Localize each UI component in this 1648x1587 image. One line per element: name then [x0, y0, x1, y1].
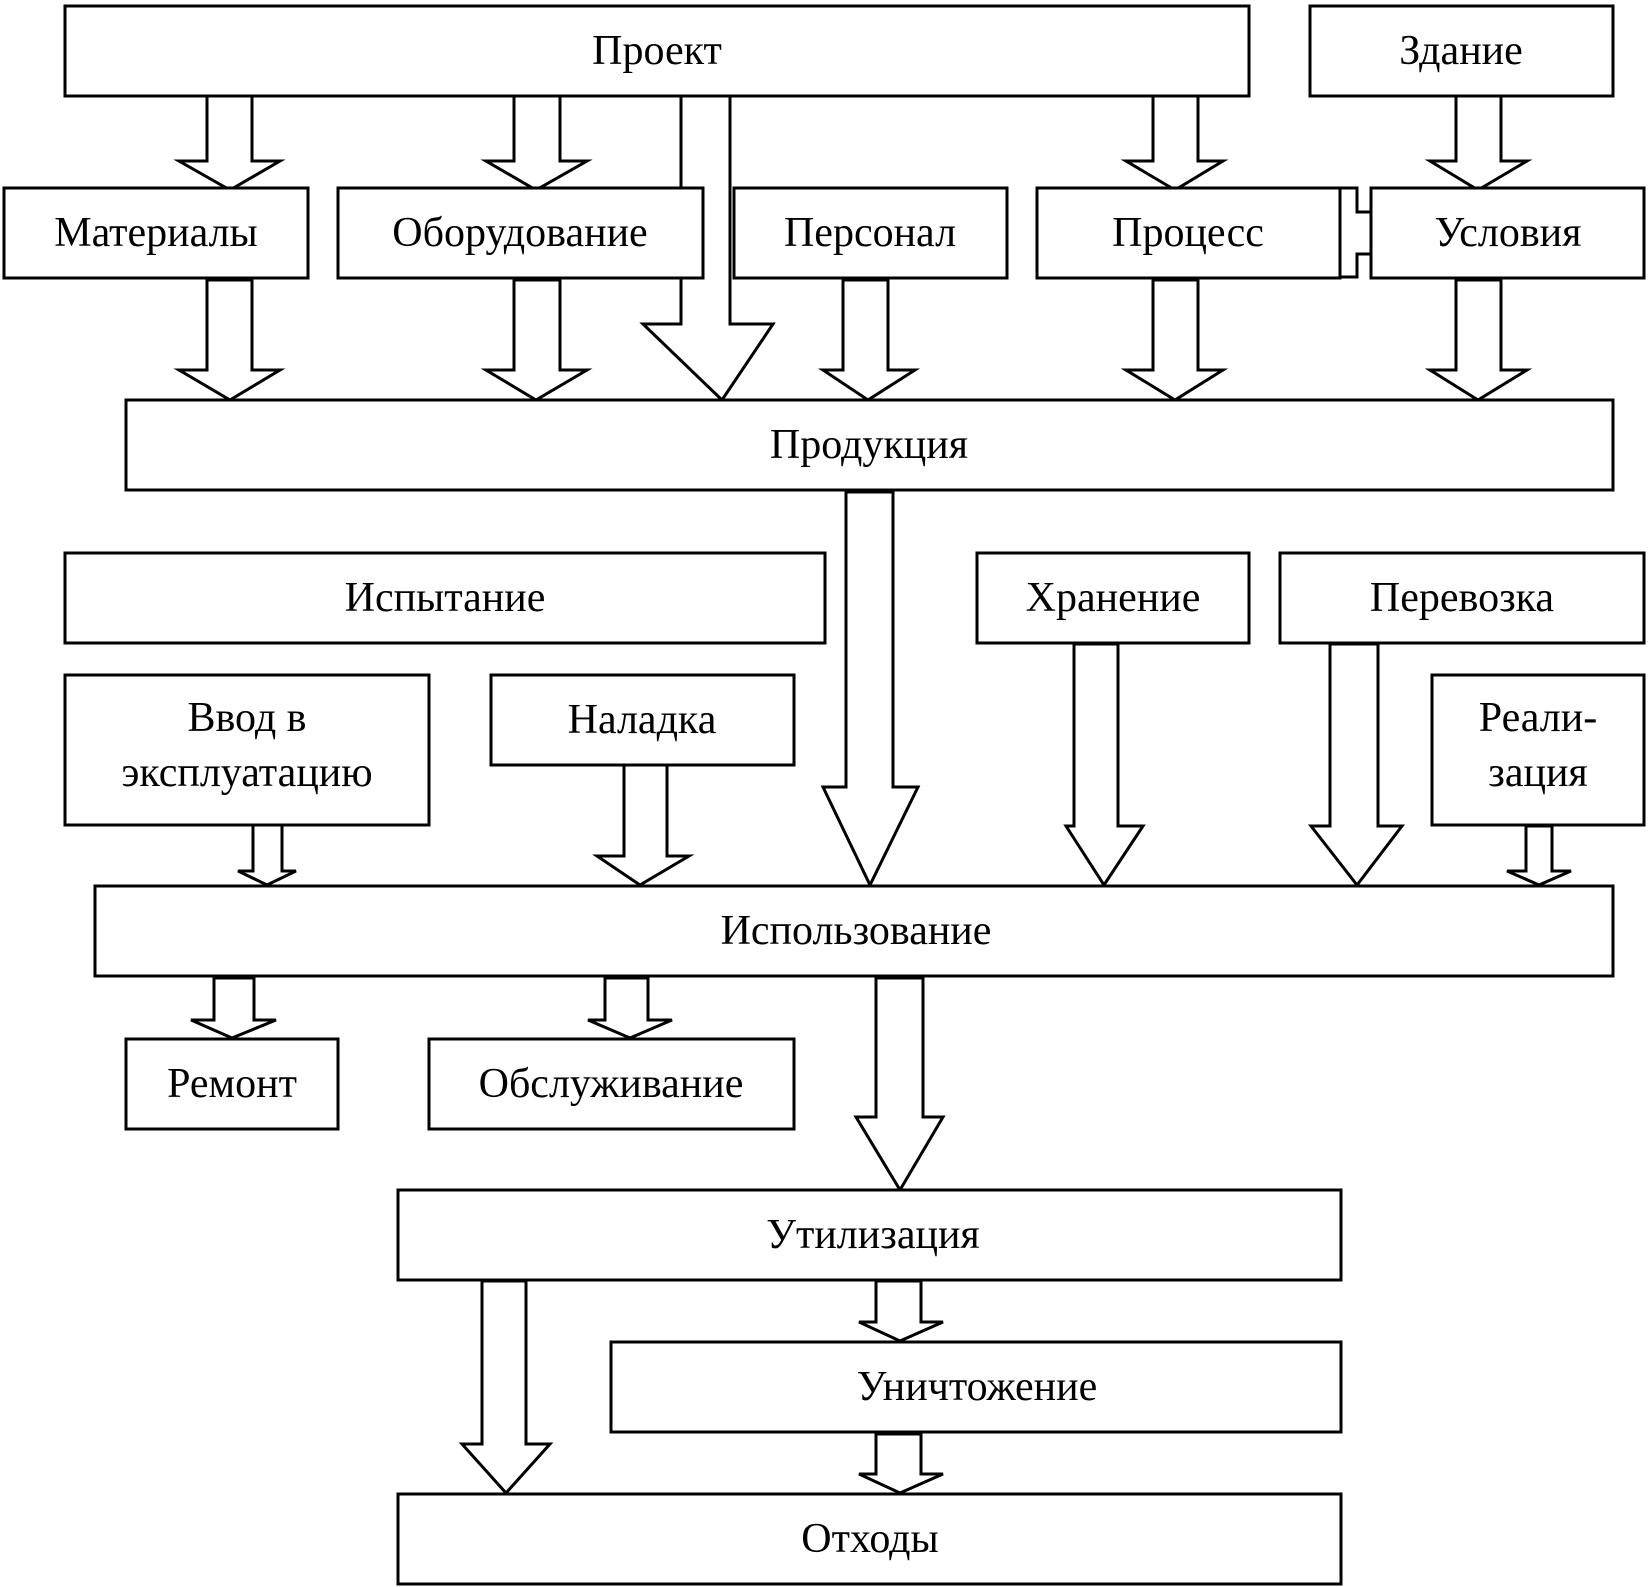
arrow-produkciya-ispolzovanie	[820, 490, 921, 889]
node-usloviya: Условия	[1369, 186, 1646, 280]
node-obsluzhivanie: Обслуживание	[427, 1037, 796, 1131]
node-label: Утилизация	[766, 1212, 980, 1258]
node-label: Использование	[721, 908, 992, 954]
arrow-proekt-produkciya	[639, 94, 776, 403]
node-utilizaciya: Утилизация	[396, 1188, 1343, 1282]
node-unichtozhenie: Уничтожение	[609, 1340, 1343, 1434]
node-label-line2: эксплуатацию	[121, 750, 372, 796]
arrow-proekt-materialy	[173, 94, 286, 192]
node-label: Перевозка	[1370, 575, 1555, 621]
arrow-proekt-process	[1120, 94, 1229, 192]
node-label: Продукция	[770, 422, 968, 468]
arrow-perevozka-ispolzovanie	[1307, 642, 1406, 888]
arrow-hranenie-ispolzovanie	[1063, 642, 1146, 888]
node-label: Отходы	[801, 1516, 938, 1562]
arrow-unichtozhenie-othody	[858, 1432, 944, 1495]
arrow-proekt-oborudovanie	[480, 94, 593, 192]
arrow-utilizaciya-unichtozhenie	[858, 1279, 944, 1343]
node-label: Ремонт	[167, 1061, 297, 1107]
arrow-zdanie-usloviya	[1424, 94, 1533, 192]
node-label: Процесс	[1112, 210, 1264, 256]
arrow-oborudovanie-produkciya	[480, 278, 593, 402]
node-label: Персонал	[784, 210, 956, 256]
arrow-realizaciya-ispolzovanie	[1506, 824, 1572, 887]
node-remont: Ремонт	[124, 1037, 340, 1131]
arrow-ispolzovanie-utilizaciya	[853, 976, 946, 1193]
node-label: Материалы	[54, 210, 258, 256]
node-produkciya: Продукция	[124, 398, 1615, 492]
arrow-process-produkciya	[1120, 278, 1229, 402]
node-label: Наладка	[568, 697, 717, 743]
node-materialy: Материалы	[2, 186, 310, 280]
node-ispytanie: Испытание	[63, 551, 827, 645]
node-label-line1: Ввод в	[187, 695, 306, 741]
node-label: Проект	[592, 28, 722, 74]
node-label: Уничтожение	[857, 1364, 1098, 1410]
node-label: Испытание	[345, 575, 546, 621]
node-ispolzovanie: Использование	[93, 884, 1615, 978]
arrow-ispolzovanie-obsluzhivanie	[587, 976, 673, 1040]
arrow-personal-produkciya	[818, 278, 921, 402]
node-label: Обслуживание	[479, 1061, 744, 1107]
node-proekt: Проект	[63, 4, 1251, 98]
node-personal: Персонал	[732, 186, 1009, 280]
node-label: Хранение	[1026, 575, 1201, 621]
arrow-materialy-produkciya	[173, 278, 286, 402]
node-vvod-v-ekspluataciyu: Ввод в эксплуатацию	[63, 673, 431, 827]
arrow-ispolzovanie-remont	[190, 976, 277, 1040]
arrow-vvod-ispolzovanie	[237, 823, 297, 887]
node-oborudovanie: Оборудование	[336, 186, 705, 280]
node-label-line2: зация	[1488, 750, 1588, 796]
node-zdanie: Здание	[1308, 4, 1615, 98]
arrow-utilizaciya-othody	[458, 1279, 554, 1496]
node-label: Здание	[1399, 28, 1523, 74]
node-label: Условия	[1435, 210, 1582, 256]
arrow-usloviya-produkciya	[1424, 278, 1533, 402]
node-naladka: Наладка	[489, 673, 796, 767]
node-othody: Отходы	[396, 1492, 1343, 1586]
node-label-line1: Реали-	[1479, 695, 1597, 741]
arrow-naladka-ispolzovanie	[592, 763, 695, 887]
node-label: Оборудование	[392, 210, 647, 256]
node-process: Процесс	[1035, 186, 1342, 280]
node-perevozka: Перевозка	[1278, 551, 1646, 645]
node-hranenie: Хранение	[975, 551, 1251, 645]
node-realizaciya: Реали- зация	[1430, 673, 1646, 827]
